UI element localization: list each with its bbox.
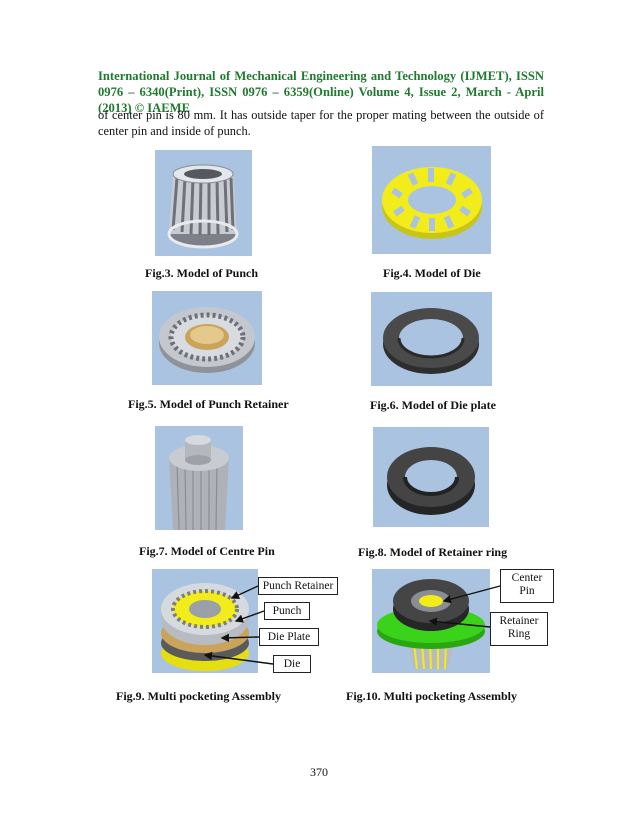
callout-die-plate: Die Plate bbox=[259, 628, 319, 646]
figure-punch-retainer-model bbox=[152, 291, 262, 385]
caption-fig8: Fig.8. Model of Retainer ring bbox=[358, 545, 508, 559]
callout-retainer-ring-line1: Retainer bbox=[499, 615, 539, 627]
callout-punch-retainer: Punch Retainer bbox=[258, 577, 338, 595]
figure-die-model bbox=[372, 146, 491, 254]
figure-assembly-left bbox=[152, 569, 258, 673]
figure-centre-pin-model bbox=[155, 426, 243, 530]
callout-retainer-ring-line2: Ring bbox=[507, 628, 531, 640]
caption-fig6: Fig.6. Model of Die plate bbox=[370, 398, 496, 412]
figure-retainer-ring-model bbox=[373, 427, 489, 527]
caption-fig9: Fig.9. Multi pocketing Assembly bbox=[116, 689, 282, 703]
figure-punch-model bbox=[155, 150, 252, 256]
caption-fig7: Fig.7. Model of Centre Pin bbox=[139, 544, 275, 558]
callout-die: Die bbox=[273, 655, 311, 673]
caption-fig3: Fig.3. Model of Punch bbox=[145, 266, 258, 280]
figure-assembly-right bbox=[372, 569, 490, 673]
page-number: 370 bbox=[310, 765, 328, 779]
callout-center-pin-line2: Pin bbox=[519, 585, 535, 597]
callout-center-pin-line1: Center bbox=[511, 572, 543, 584]
figure-die-plate-model bbox=[371, 292, 492, 386]
callout-punch: Punch bbox=[264, 602, 310, 620]
intro-paragraph: of center pin is 80 mm. It has outside t… bbox=[98, 108, 544, 138]
journal-header: International Journal of Mechanical Engi… bbox=[98, 69, 544, 115]
caption-fig5: Fig.5. Model of Punch Retainer bbox=[128, 397, 289, 411]
caption-fig10: Fig.10. Multi pocketing Assembly bbox=[346, 689, 518, 703]
callout-center-pin: Center Pin bbox=[500, 569, 554, 603]
callout-retainer-ring: Retainer Ring bbox=[490, 612, 548, 646]
caption-fig4: Fig.4. Model of Die bbox=[383, 266, 481, 280]
